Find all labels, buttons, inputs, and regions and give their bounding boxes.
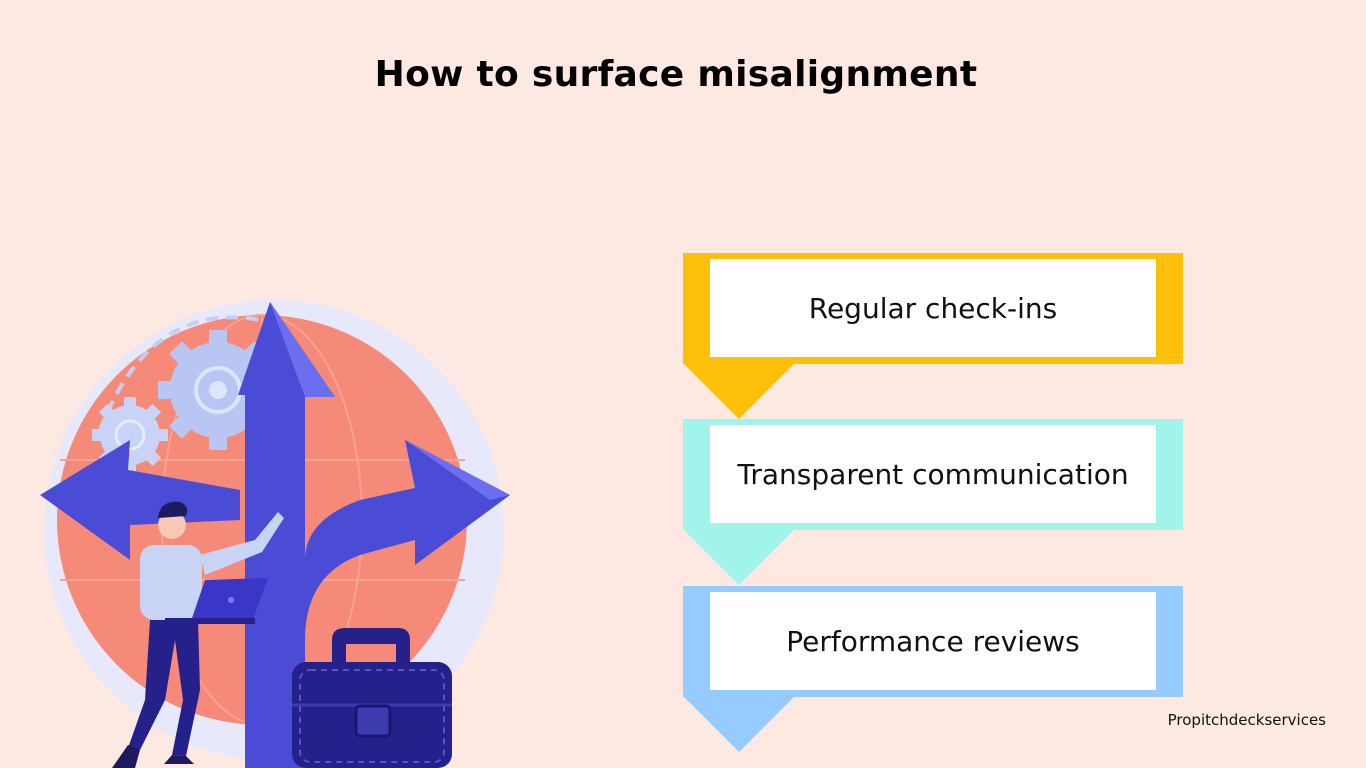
person-icon [112,501,284,768]
step-card: Regular check-ins [710,259,1156,357]
step-label: Regular check-ins [808,291,1058,325]
slide-title: How to surface misalignment [374,54,978,95]
step-card: Performance reviews [710,592,1156,690]
step-label: Transparent communication [737,457,1129,491]
step-card: Transparent communication [710,425,1156,523]
briefcase-icon [292,628,452,768]
laptop-icon [165,578,268,624]
direction-arrows-icon [40,302,510,768]
step-label: Performance reviews [786,624,1080,658]
credit-text: Propitchdeckservices [1167,711,1326,729]
